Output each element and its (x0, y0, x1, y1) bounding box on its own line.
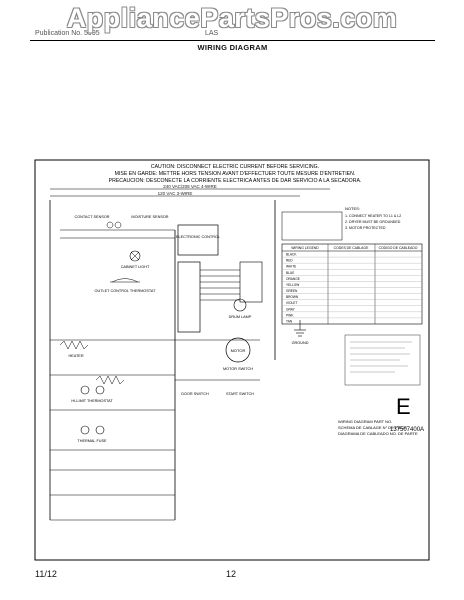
door-switch-label: DOOR SWITCH (181, 392, 209, 396)
cabinet-light-label: CABINET LIGHT (121, 265, 150, 269)
caution-line-3: PRECAUCION: DESCONECTE LA CORRIENTE ELEC… (109, 178, 362, 184)
thermal-fuse-label: THERMAL FUSE (77, 439, 107, 443)
legend-row-label: RED (286, 259, 293, 263)
legend-header-en: WIRING LEGEND (291, 246, 319, 250)
watermark-text: AppliancePartsPros.com (66, 3, 398, 33)
legend-row-label: WHITE (286, 265, 296, 269)
diagram-frame (34, 159, 430, 561)
part-info-line-2: SCHEMA DE CABLAGE N° DE PIECE (338, 425, 407, 430)
drum-lamp-symbol (233, 298, 247, 312)
part-info-line-1: WIRING DIAGRAM PART NO. (338, 419, 392, 424)
legend-row-label: TAN (286, 319, 293, 323)
part-number: 137507400 (390, 427, 421, 433)
hi-limit-label: HI-LIMIT THERMOSTAT (71, 399, 113, 403)
page-title: WIRING DIAGRAM (197, 43, 268, 52)
legend-header-fr: CODES DE CABLAGE (334, 246, 369, 250)
legend-row-label: PINK (286, 313, 294, 317)
legend-row-label: BROWN (286, 295, 299, 299)
control-connector-block (177, 261, 201, 333)
legend-row-label: BLUE (286, 271, 294, 275)
notes-item-1: 1. CONNECT HEATER TO L1 & L2 (345, 214, 401, 218)
motor-switch-label: MOTOR SWITCH (223, 367, 253, 371)
heater-label: HEATER (68, 354, 83, 358)
notes-item-3: 3. MOTOR PROTECTED (345, 226, 386, 230)
revision-letter: E (396, 394, 411, 419)
caution-line-1: CAUTION: DISCONNECT ELECTRIC CURRENT BEF… (151, 164, 319, 170)
footer-date: 11/12 (35, 569, 57, 579)
notes-item-2: 2. DRYER MUST BE GROUNDED (345, 220, 401, 224)
legend-row-label: VIOLET (286, 301, 297, 305)
legend-row-label: BLACK (286, 253, 297, 257)
notes-title: NOTES: (345, 206, 360, 211)
legend-row-label: ORANGE (286, 277, 300, 281)
legend-table (281, 243, 423, 325)
legend-row-label: YELLOW (286, 283, 299, 287)
header-model: LAS (205, 30, 219, 37)
header-publication: Publication No. 5995 (35, 30, 100, 37)
voltage-120-label: 120 VAC 3-WIRE (158, 191, 193, 196)
drum-lamp-label: DRUM LAMP (229, 315, 252, 319)
electronic-control-label: ELECTRONIC CONTROL (176, 235, 220, 239)
part-info-line-3: DIAGRAMA DE CABLEADO NO. DE PARTE (338, 431, 418, 436)
notes-box-top (281, 211, 343, 241)
notes-box-lower (344, 334, 421, 386)
voltage-240-label: 240 VAC/208 VAC 4-WIRE (163, 184, 217, 189)
title-rule (30, 40, 435, 41)
electronic-control-box (177, 224, 219, 256)
contact-sensor-label: CONTACT SENSOR (74, 215, 109, 219)
legend-header-es: CODIGO DE CABLEADO (379, 246, 418, 250)
footer-page-number: 12 (226, 569, 237, 579)
outlet-control-label: OUTLET CONTROL THERMOSTAT (95, 289, 157, 293)
start-switch-label: START SWITCH (226, 392, 254, 396)
ground-label: GROUND (292, 341, 309, 345)
heater-coil-1 (59, 340, 89, 350)
part-rev: A (420, 427, 424, 433)
caution-line-2: MISE EN GARDE: METTRE HORS TENSION AVANT… (115, 171, 356, 177)
legend-row-label: GREEN (286, 289, 298, 293)
legend-rows: BLACK RED WHITE BLUE ORANGE YELLOW GREEN BROWN V… (282, 253, 422, 323)
heater-coil-2 (95, 375, 125, 385)
motor-relay-block (239, 261, 263, 303)
moisture-sensor-label: MOISTURE SENSOR (131, 215, 168, 219)
motor-label: MOTOR (231, 348, 246, 353)
cabinet-light-symbol (129, 250, 141, 262)
motor-symbol (225, 337, 251, 363)
legend-row-label: GRAY (286, 307, 296, 311)
